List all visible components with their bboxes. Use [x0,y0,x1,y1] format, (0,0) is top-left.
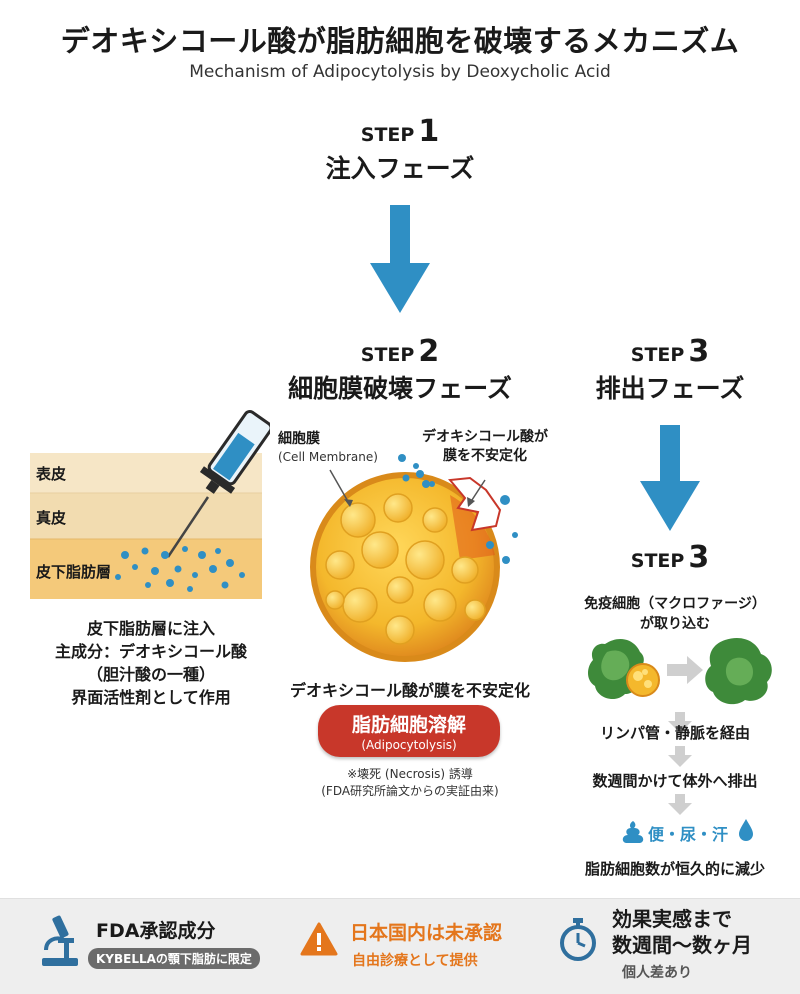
macrophage-label: 免疫細胞（マクロファージ） が取り込む [584,596,766,632]
warning-icon [300,922,338,956]
microscope-icon [42,915,78,966]
layer-dermis-label: 真皮 [36,509,67,527]
adipocytolysis-pill: 脂肪細胞溶解 (Adipocytolysis) [318,705,500,757]
cell-caption: デオキシコール酸が膜を不安定化 [289,681,530,700]
down-arrow-icon [370,205,430,313]
japan-title: 日本国内は未承認 [350,922,503,944]
macrophage-illustration [588,637,772,705]
page-subtitle: Mechanism of Adipocytolysis by Deoxychol… [189,62,611,82]
japan-sub: 自由診療として提供 [352,953,478,969]
droplets-decoration [398,454,430,488]
footer-bar [0,898,800,994]
necrosis-note: ※壊死 (Necrosis) 誘導 (FDA研究所論文からの実証由来) [321,767,499,798]
lymph-text: リンパ管・静脈を経由 [599,724,750,742]
layer-epidermis-label: 表皮 [36,465,67,483]
skin-cross-section [30,409,270,599]
fda-title: FDA承認成分 [96,920,216,942]
down-arrow-icon [668,794,692,815]
result-text: 脂肪細胞数が恒久的に減少 [584,860,765,878]
down-arrow-icon [668,712,692,733]
destabilize-label: デオキシコール酸が 膜を不安定化 [422,429,548,464]
syringe-icon [166,409,270,558]
step-3-name: 排出フェーズ [595,374,745,403]
effect-title: 効果実感まで 数週間〜数ヶ月 [612,907,752,957]
layer-subcutaneous-fat-label: 皮下脂肪層 [36,563,112,581]
stopwatch-icon [560,918,596,961]
step-1-name: 注入フェーズ [325,154,475,183]
weeks-text: 数週間かけて体外へ排出 [592,772,758,790]
poop-icon [622,821,644,843]
down-arrow-icon [668,746,692,767]
page-title: デオキシコール酸が脂肪細胞を破壊するメカニズム [60,24,740,58]
down-arrow-icon [640,425,700,531]
effect-sub: 個人差あり [622,965,692,981]
excretion-routes: 便・尿・汗 [620,818,760,846]
fda-badge: KYBELLAの顎下脂肪に限定 [88,948,260,969]
skin-notes: 皮下脂肪層に注入 主成分：デオキシコール酸 （胆汁酸の一種） 界面活性剤として作… [54,619,247,707]
membrane-label: 細胞膜 (Cell Membrane) [278,431,378,464]
step-2-name: 細胞膜破壊フェーズ [288,374,512,403]
droplet-icon [739,819,753,841]
label-pointers [329,469,486,507]
routes-label: 便・尿・汗 [648,825,729,844]
